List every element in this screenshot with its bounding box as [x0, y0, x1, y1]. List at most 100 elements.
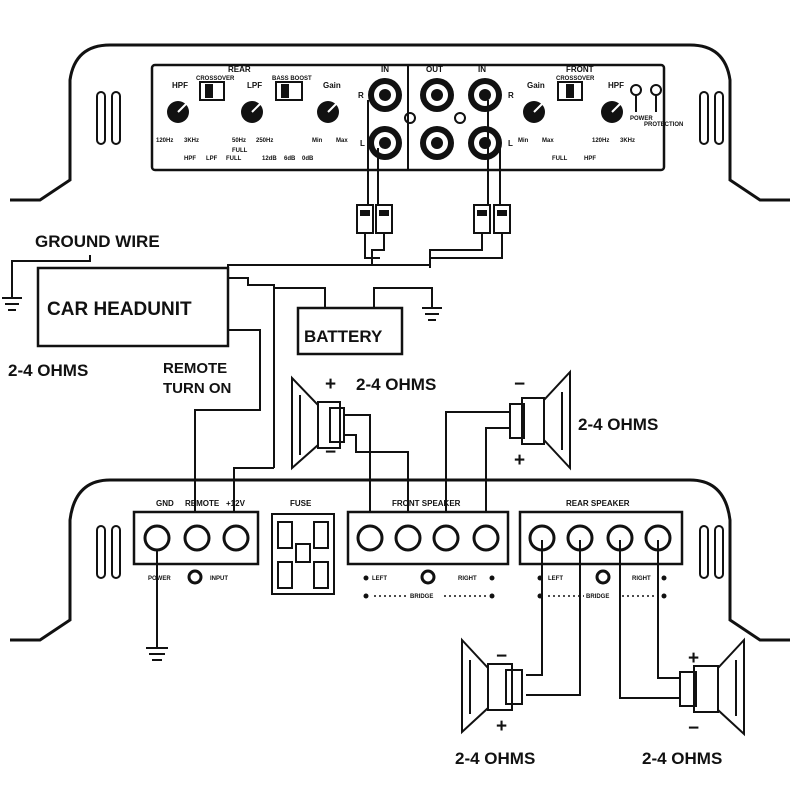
front-speaker-terminal-block	[346, 510, 510, 566]
remote-terminal-label: REMOTE	[185, 499, 220, 508]
gain-label-left: Gain	[323, 81, 341, 90]
terminal-12v[interactable]	[222, 524, 250, 552]
sw-full-label: FULL	[226, 156, 242, 162]
speaker-front-right-icon	[509, 369, 571, 471]
car-headunit: CAR HEADUNIT	[36, 266, 230, 348]
ground-wire-label: GROUND WIRE	[35, 232, 160, 251]
top-amp-vent-right	[699, 91, 724, 145]
front-speaker-label: FRONT SPEAKER	[392, 499, 461, 508]
speaker-rear-left-minus: −	[496, 646, 507, 667]
ground-symbol-bottom-icon	[146, 550, 168, 661]
hpf-knob-right[interactable]	[601, 101, 623, 123]
front-label: FRONT	[566, 65, 594, 74]
rca-plug-front	[473, 204, 511, 234]
power-wires	[194, 277, 275, 530]
crossover-switch-left[interactable]	[199, 81, 225, 101]
input-led-label: INPUT	[210, 576, 228, 582]
hpf-bottom-right-label: HPF	[584, 156, 596, 162]
rear-bridge-label: BRIDGE	[586, 594, 609, 600]
car-headunit-label: CAR HEADUNIT	[47, 299, 192, 320]
speaker-front-left-plus: +	[325, 374, 336, 395]
rear-speaker-wires	[526, 540, 680, 699]
sw-hpf-label: HPF	[184, 156, 196, 162]
speaker-front-left-icon	[291, 375, 345, 471]
power-led-bottom-icon	[187, 569, 203, 585]
in-label-right: IN	[478, 65, 486, 74]
min-left: Min	[312, 138, 323, 144]
front-terminal-4[interactable]	[472, 524, 500, 552]
front-right-label: RIGHT	[458, 576, 477, 582]
hpf-knob-left[interactable]	[167, 101, 189, 123]
power-terminal-block	[132, 510, 260, 566]
gain-label-right: Gain	[527, 81, 545, 90]
gain-knob-left[interactable]	[317, 101, 339, 123]
ohms-label-rear-left: 2-4 OHMS	[455, 749, 535, 768]
ground-wire: GROUND WIRE	[2, 232, 160, 311]
freq-50: 50Hz	[232, 138, 246, 144]
max-right: Max	[542, 138, 554, 144]
max-left: Max	[336, 138, 348, 144]
r-label-right: R	[508, 91, 514, 100]
hpf-label-right: HPF	[608, 81, 624, 90]
freq-120-left: 120Hz	[156, 138, 173, 144]
ohms-label-front-left: 2-4 OHMS	[356, 375, 436, 394]
top-amp-vent-left	[96, 91, 121, 145]
db12-label: 12dB	[262, 156, 277, 162]
speaker-rear-right-minus: −	[688, 718, 699, 739]
v12-label: +12V	[226, 499, 246, 508]
bottom-amp-vent-right	[699, 525, 724, 579]
power-led-top: POWER PROTECTION	[630, 84, 683, 128]
rear-right-label: RIGHT	[632, 576, 651, 582]
bass-boost-label: BASS BOOST	[272, 76, 312, 82]
ohms-label-front-right: 2-4 OHMS	[578, 415, 658, 434]
front-terminal-2[interactable]	[394, 524, 422, 552]
front-terminal-3[interactable]	[432, 524, 460, 552]
db6-label: 6dB	[284, 156, 296, 162]
power-led-label: POWER	[630, 116, 653, 122]
remote-label-line1: REMOTE	[163, 360, 227, 377]
ground-symbol-left-icon	[2, 297, 22, 311]
freq-3k-left: 3KHz	[184, 138, 199, 144]
fuse-icon	[271, 513, 335, 595]
l-label-left: L	[360, 139, 365, 148]
crossover-label-right: CROSSOVER	[556, 76, 595, 82]
crossover-switch-right[interactable]	[557, 81, 583, 101]
freq-3k-right: 3KHz	[620, 138, 635, 144]
battery-label: BATTERY	[304, 327, 383, 346]
top-amplifier: REAR FRONT CROSSOVER CROSSOVER BASS BOOS…	[10, 43, 790, 202]
speaker-rear-left-plus: +	[496, 716, 507, 737]
rear-speaker-label: REAR SPEAKER	[566, 499, 630, 508]
front-terminal-1[interactable]	[356, 524, 384, 552]
l-label-right: L	[508, 139, 513, 148]
sw-lpf-label: LPF	[206, 156, 218, 162]
rear-left-label: LEFT	[548, 576, 563, 582]
gnd-label: GND	[156, 499, 174, 508]
lpf-knob[interactable]	[241, 101, 263, 123]
freq-250: 250Hz	[256, 138, 273, 144]
speaker-front-left-minus: −	[325, 442, 336, 463]
speaker-front-right-minus: −	[514, 374, 525, 395]
speaker-rear-right-icon	[679, 637, 745, 737]
remote-label-line2: TURN ON	[163, 380, 231, 397]
ohms-label-rear-right: 2-4 OHMS	[642, 749, 722, 768]
crossover-label-left: CROSSOVER	[196, 76, 235, 82]
protection-led-label: PROTECTION	[644, 122, 683, 128]
in-label-left: IN	[381, 65, 389, 74]
terminal-remote[interactable]	[183, 524, 211, 552]
speaker-rear-left-icon	[461, 637, 523, 735]
battery: BATTERY	[274, 287, 442, 356]
gain-knob-right[interactable]	[523, 101, 545, 123]
rca-jacks[interactable]	[368, 78, 502, 160]
front-bridge-label: BRIDGE	[410, 594, 433, 600]
bottom-amplifier: GND REMOTE +12V FUSE FRONT SPEAKER REAR …	[10, 478, 790, 642]
lpf-label: LPF	[247, 81, 262, 90]
front-left-label: LEFT	[372, 576, 387, 582]
r-label-left: R	[358, 91, 364, 100]
bass-boost-switch[interactable]	[275, 81, 303, 101]
freq-120-right: 120Hz	[592, 138, 609, 144]
rear-speaker-terminal-block	[518, 510, 684, 566]
bottom-amp-vent-left	[96, 525, 121, 579]
speaker-rear-right-plus: +	[688, 648, 699, 669]
speaker-front-right-plus: +	[514, 450, 525, 471]
rear-label: REAR	[228, 65, 251, 74]
